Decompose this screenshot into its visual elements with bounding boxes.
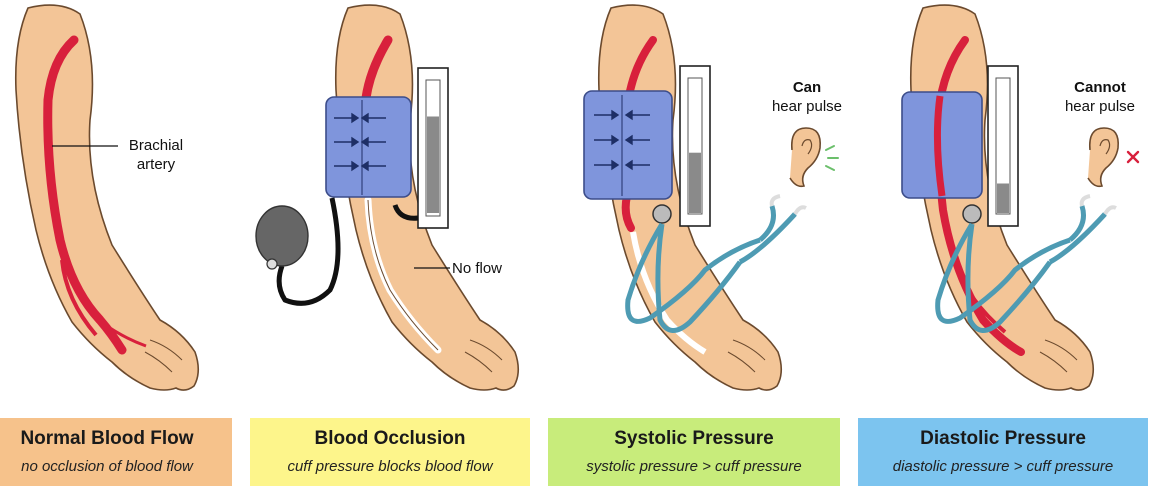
- cannot-hear-label: Cannot hear pulse: [1050, 78, 1150, 116]
- panel-label-normal: Normal Blood Flow no occlusion of blood …: [0, 418, 232, 486]
- cross-icon: [1128, 152, 1138, 162]
- cuff-occlusion: [326, 97, 411, 197]
- ear-icon: [790, 128, 820, 186]
- manometer-icon: [680, 66, 710, 226]
- brachial-artery-label: Brachial artery: [116, 136, 196, 174]
- can-hear-pulse-label: hear pulse: [752, 97, 862, 116]
- panel-title: Normal Blood Flow: [0, 428, 232, 450]
- manometer-icon: [418, 68, 448, 228]
- panel-normal-arm: [16, 5, 199, 390]
- pump-bulb-icon: [256, 206, 308, 269]
- brachial-label-line2: artery: [116, 155, 196, 174]
- can-label: Can: [752, 78, 862, 97]
- panel-label-systolic: Systolic Pressure systolic pressure > cu…: [548, 418, 840, 486]
- can-hear-label: Can hear pulse: [752, 78, 862, 116]
- brachial-label-line1: Brachial: [116, 136, 196, 155]
- no-flow-label: No flow: [452, 259, 522, 278]
- cuff-systolic: [584, 91, 672, 199]
- ear-icon: [1088, 128, 1118, 186]
- manometer-icon: [988, 66, 1018, 226]
- cannot-hear-pulse-label: hear pulse: [1050, 97, 1150, 116]
- panel-subtitle: no occlusion of blood flow: [0, 458, 232, 475]
- panel-label-occlusion: Blood Occlusion cuff pressure blocks blo…: [250, 418, 530, 486]
- panel-subtitle: diastolic pressure > cuff pressure: [858, 458, 1148, 475]
- panel-title: Diastolic Pressure: [858, 428, 1148, 450]
- cannot-label: Cannot: [1050, 78, 1150, 97]
- sound-waves-icon: [826, 146, 838, 170]
- panel-title: Systolic Pressure: [548, 428, 840, 450]
- cuff-diastolic: [902, 92, 982, 198]
- panel-subtitle: cuff pressure blocks blood flow: [250, 458, 530, 475]
- panel-subtitle: systolic pressure > cuff pressure: [548, 458, 840, 475]
- panel-label-diastolic: Diastolic Pressure diastolic pressure > …: [858, 418, 1148, 486]
- panel-title: Blood Occlusion: [250, 428, 530, 450]
